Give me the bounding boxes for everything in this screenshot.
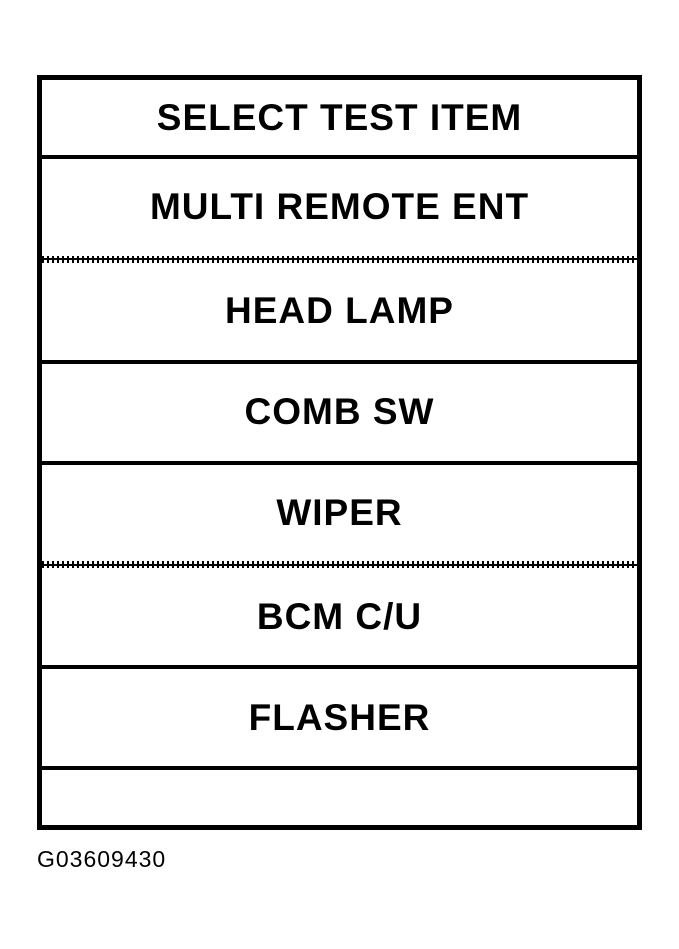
row-separator-solid xyxy=(42,665,637,670)
menu-item-flasher[interactable]: FLASHER xyxy=(248,696,431,738)
menu-item-empty xyxy=(42,770,637,825)
menu-item-wiper[interactable]: WIPER xyxy=(276,492,403,533)
row-separator-dotted xyxy=(42,255,637,263)
row-separator-solid xyxy=(42,460,637,465)
select-test-item-menu: SELECT TEST ITEM MULTI REMOTE ENT HEAD L… xyxy=(37,75,642,830)
menu-item-bcm-cu[interactable]: BCM C/U xyxy=(256,595,423,637)
figure-id-label: G03609430 xyxy=(37,846,167,872)
row-separator-solid xyxy=(42,359,637,364)
menu-item-head-lamp[interactable]: HEAD LAMP xyxy=(225,290,454,332)
menu-item-multi-remote-ent[interactable]: MULTI REMOTE ENT xyxy=(149,186,530,228)
menu-item-comb-sw[interactable]: COMB SW xyxy=(244,391,435,433)
row-separator-solid xyxy=(42,766,637,771)
menu-title: SELECT TEST ITEM xyxy=(156,96,523,138)
row-separator-dotted xyxy=(42,561,637,569)
row-separator-solid xyxy=(42,155,637,159)
